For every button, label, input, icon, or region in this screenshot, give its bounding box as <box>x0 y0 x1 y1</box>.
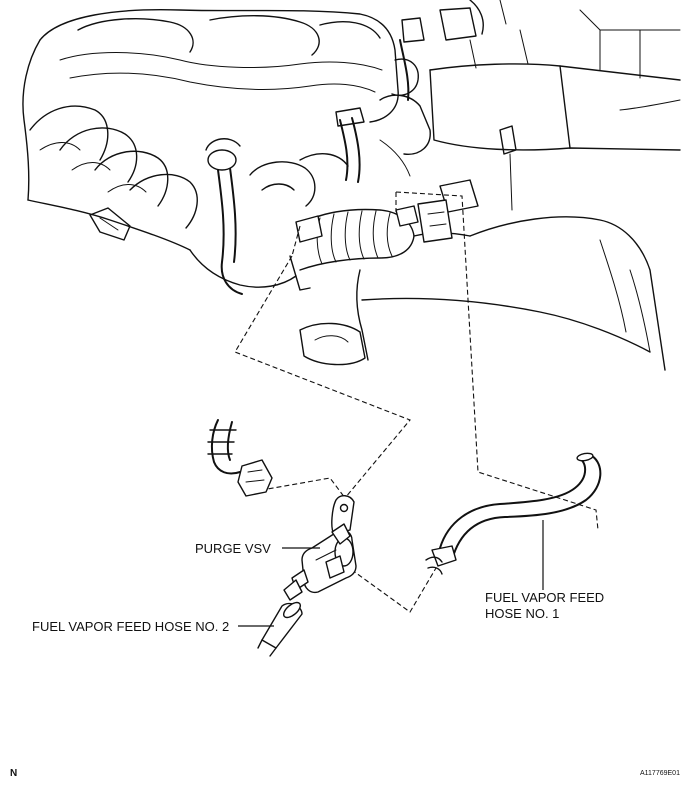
purge-vsv-label: PURGE VSV <box>195 541 271 556</box>
purge-vsv-part <box>283 495 357 601</box>
battery-area <box>429 0 681 211</box>
hose-no1-label-line1: FUEL VAPOR FEED <box>485 590 605 605</box>
wire-harness-connector <box>207 419 273 497</box>
corner-mark: N <box>10 768 18 779</box>
intake-manifold <box>22 9 399 288</box>
hose-no2-label: FUEL VAPOR FEED HOSE NO. 2 <box>32 619 230 634</box>
fuel-vapor-feed-hose-no1 <box>425 452 602 575</box>
hose-no1-label-line2: HOSE NO. 1 <box>485 606 560 621</box>
air-intake-duct <box>289 208 415 291</box>
figure-id: A117769E01 <box>640 770 680 777</box>
connector-block <box>395 179 479 243</box>
engine-hoses-center <box>205 17 431 295</box>
fuel-vapor-feed-hose-no2 <box>257 601 303 657</box>
bracket-left <box>89 207 131 241</box>
air-cleaner-box <box>299 216 666 371</box>
